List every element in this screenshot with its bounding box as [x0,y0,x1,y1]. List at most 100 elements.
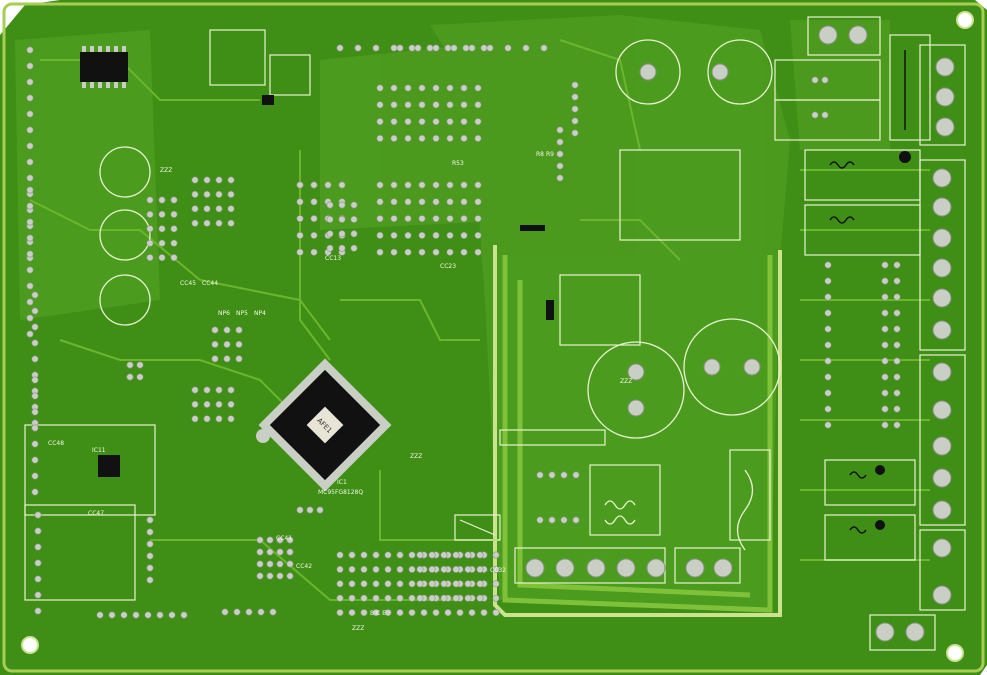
solder-pad [464,565,472,573]
solder-pad [556,126,564,134]
solder-pad [338,201,346,209]
solder-pad [350,244,358,252]
solder-pad [26,330,34,338]
solder-pad [468,44,476,52]
solder-pad [26,266,34,274]
solder-pad [26,62,34,70]
solder-pad [26,234,34,242]
solder-pad [418,134,426,142]
solder-pad [376,118,384,126]
solder-pad [266,572,274,580]
solder-pad [893,325,901,333]
solder-pad [191,205,199,213]
solder-pad [893,421,901,429]
solder-pad [474,101,482,109]
solder-pad [824,325,832,333]
np5-label: NP5 [236,310,248,317]
solder-pad [474,215,482,223]
solder-pad [286,548,294,556]
cc13-label: CC13 [325,255,341,262]
solder-pad [440,594,448,602]
solder-pad [446,84,454,92]
solder-pad [203,190,211,198]
solder-pad [215,176,223,184]
solder-pad [26,250,34,258]
solder-pad [446,215,454,223]
r8-label: R8 [536,151,544,158]
solder-pad [168,611,176,619]
solder-pad [227,400,235,408]
solder-pad [227,205,235,213]
solder-pad [31,355,39,363]
solder-pad [476,580,484,588]
solder-pad [191,219,199,227]
solder-pad [146,516,154,524]
solder-pad [376,134,384,142]
solder-pad [432,44,440,52]
solder-pad [414,44,422,52]
solder-pad [404,198,412,206]
solder-pad [893,341,901,349]
solder-pad [256,572,264,580]
solder-pad [34,511,42,519]
solder-pad [432,609,440,617]
solder-pad [468,609,476,617]
solder-pad [350,201,358,209]
solder-pad [360,580,368,588]
solder-pad [310,231,318,239]
solder-pad [390,134,398,142]
solder-pad [446,198,454,206]
hv-boundary [493,245,782,617]
zzz-label-4: ZZZ [352,625,364,632]
solder-pad [326,244,334,252]
solder-pad [432,248,440,256]
solder-pad [426,44,434,52]
solder-pad [881,277,889,285]
solder-pad [384,565,392,573]
solder-pad [540,44,548,52]
solder-pad [350,230,358,238]
solder-pad [416,551,424,559]
solder-pad [404,181,412,189]
solder-pad [223,326,231,334]
solder-pad [474,118,482,126]
solder-pad [428,565,436,573]
solder-pad [384,580,392,588]
solder-pad [31,440,39,448]
solder-pad [376,84,384,92]
solder-pad [34,607,42,615]
solder-pad [821,76,829,84]
solder-pad [460,181,468,189]
solder-pad [452,580,460,588]
solder-pad [215,190,223,198]
solder-pad [418,231,426,239]
mounting-holes [21,11,974,662]
solder-pad [170,196,178,204]
solder-pad [372,44,380,52]
solder-pad [408,594,416,602]
solder-pad [296,248,304,256]
solder-pad [881,405,889,413]
solder-pad [440,565,448,573]
solder-pad [191,190,199,198]
solder-pad [146,210,154,218]
solder-pad [146,225,154,233]
solder-pad [556,174,564,182]
solder-pad [460,118,468,126]
solder-pad [215,219,223,227]
solder-pad [396,609,404,617]
solder-pad [31,291,39,299]
solder-pad [824,309,832,317]
solder-pad [266,548,274,556]
solder-pad [893,261,901,269]
solder-pad [390,84,398,92]
solder-pad [480,609,488,617]
large-pads [525,25,955,642]
solder-pad [215,205,223,213]
solder-pad [191,400,199,408]
solder-pad [450,44,458,52]
solder-pad [893,277,901,285]
solder-pad [396,44,404,52]
solder-pad [31,339,39,347]
